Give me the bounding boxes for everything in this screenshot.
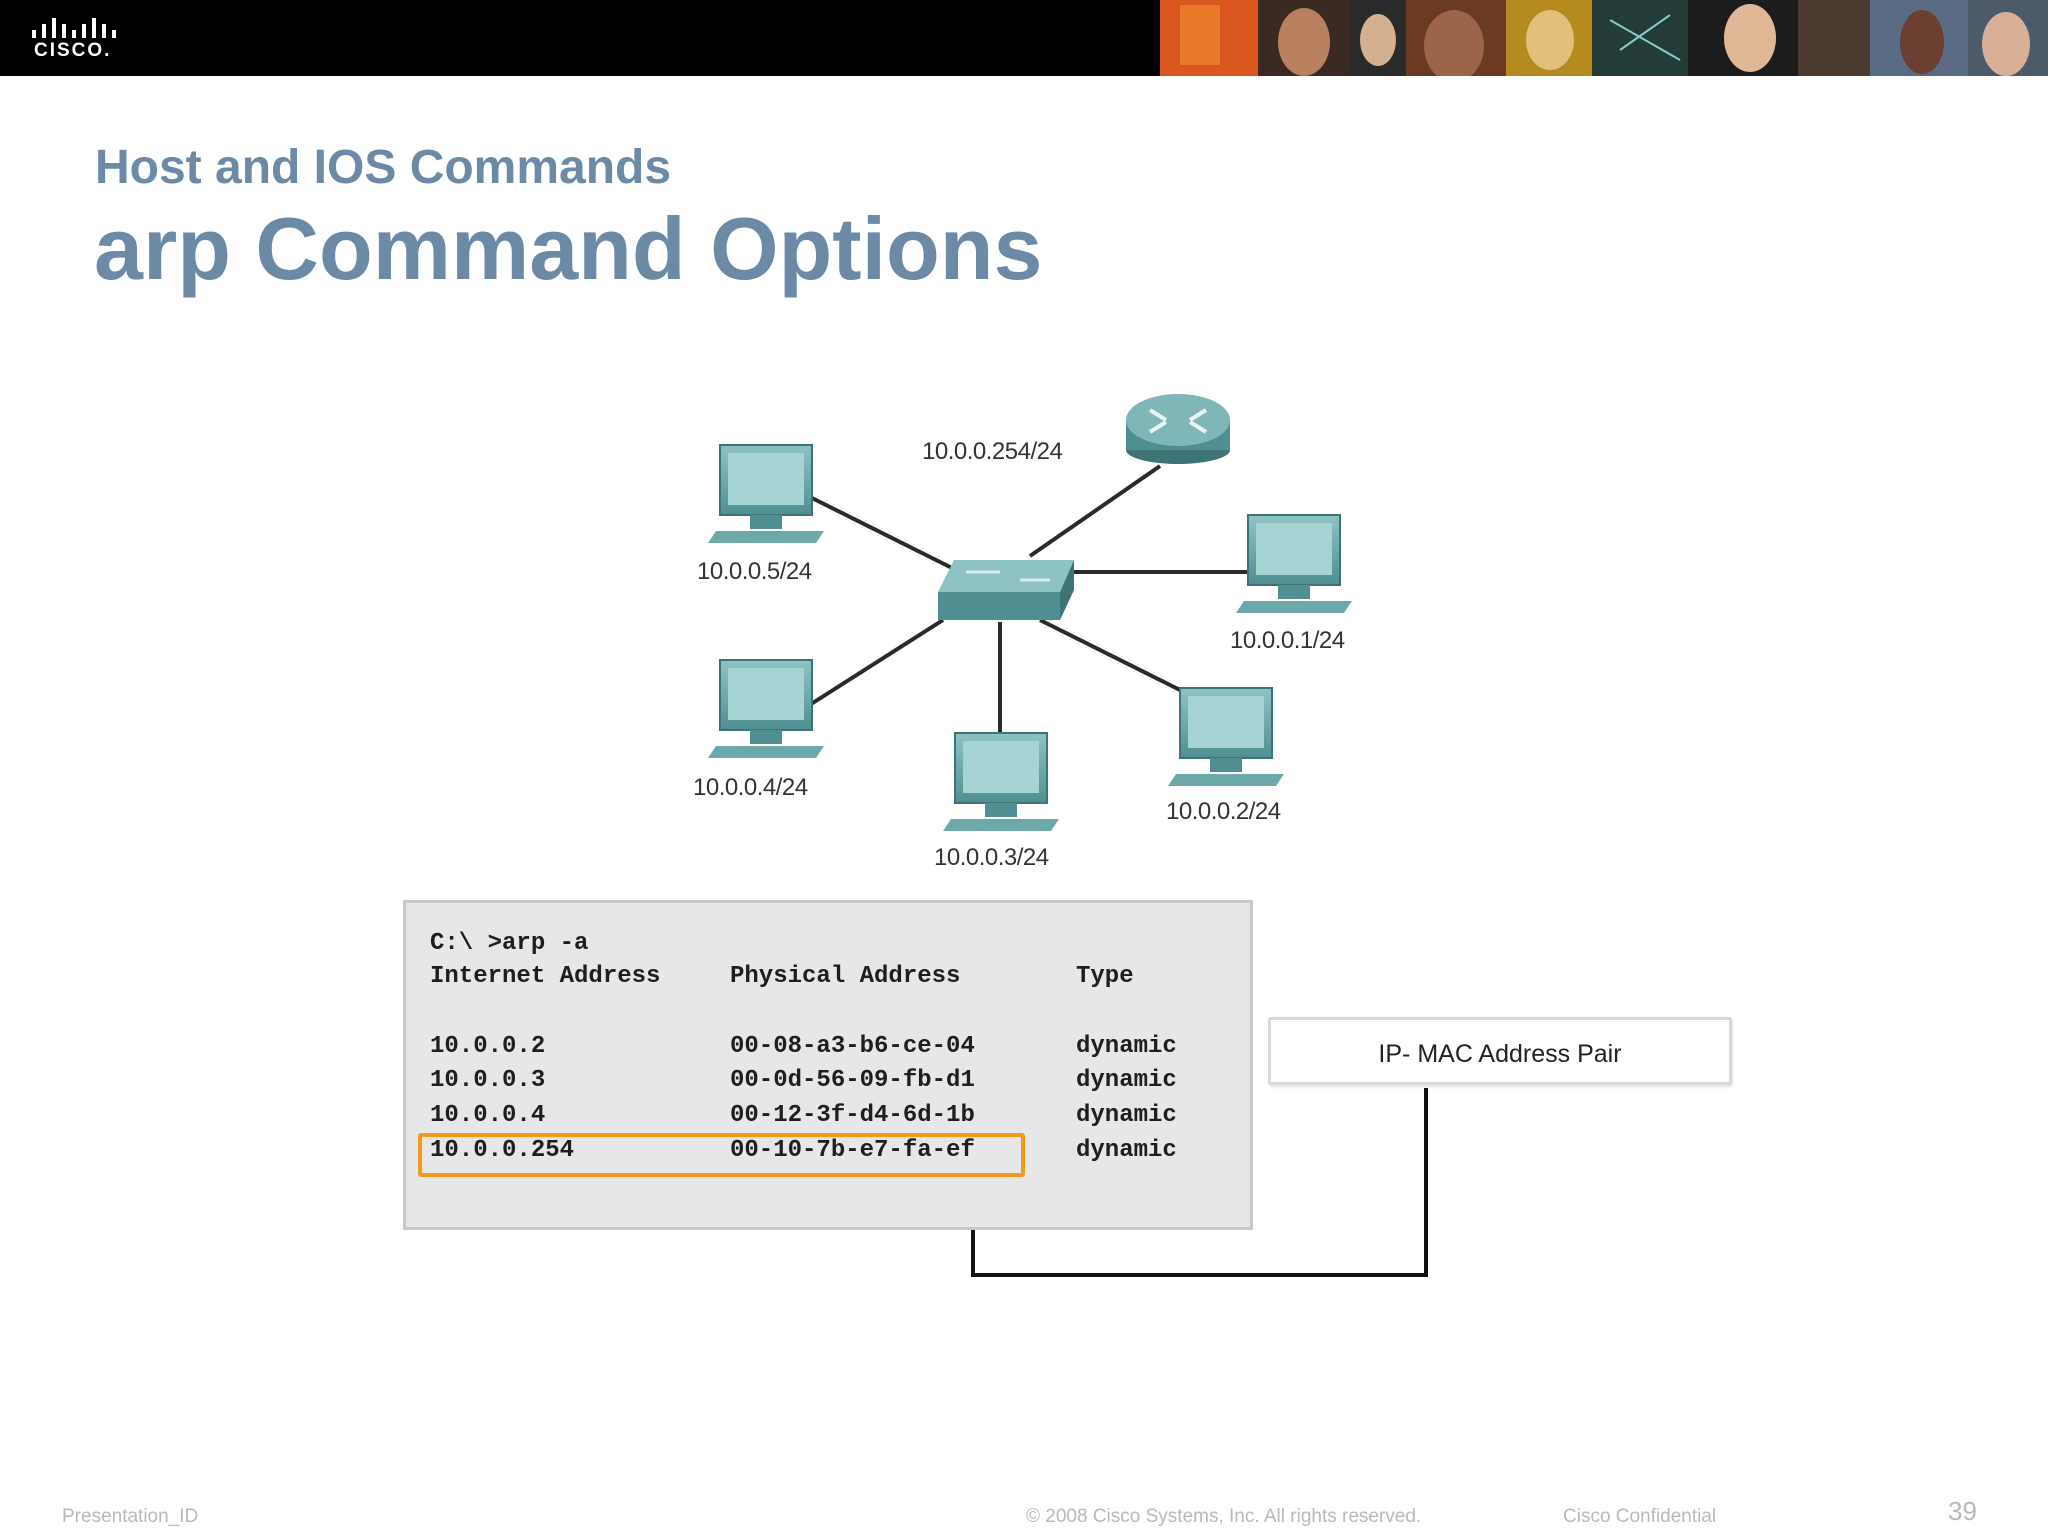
arp-row-ip: 10.0.0.254 [430, 1137, 575, 1164]
column-header-type: Type [1076, 963, 1134, 990]
ip-mac-pair-callout: IP- MAC Address Pair [1268, 1017, 1732, 1085]
arp-row-type: dynamic [1076, 1033, 1177, 1060]
terminal-command: C:\ >arp -a [430, 930, 589, 957]
pc-icon [1236, 514, 1352, 613]
cisco-logo-text: CISCO. [34, 40, 112, 61]
header-bar: CISCO. [0, 0, 2048, 76]
host-ip-label: 10.0.0.5/24 [697, 558, 812, 585]
arp-row-mac: 00-10-7b-e7-fa-ef [730, 1137, 975, 1164]
arp-row-type: dynamic [1076, 1067, 1177, 1094]
slide-title: arp Command Options [94, 199, 1043, 298]
router-ip-label: 10.0.0.254/24 [922, 438, 1063, 465]
host-ip-label: 10.0.0.4/24 [693, 774, 808, 801]
pc-icon [708, 659, 824, 758]
arp-row-mac: 00-12-3f-d4-6d-1b [730, 1102, 975, 1129]
pc-icon [943, 732, 1059, 831]
footer-copyright: © 2008 Cisco Systems, Inc. All rights re… [1026, 1506, 1422, 1527]
slide-subtitle: Host and IOS Commands [95, 141, 672, 194]
arp-row-ip: 10.0.0.2 [430, 1033, 546, 1060]
arp-row-ip: 10.0.0.3 [430, 1067, 546, 1094]
column-header-physical-address: Physical Address [730, 963, 961, 990]
cisco-logo-icon [32, 18, 116, 38]
switch-icon [938, 560, 1074, 620]
arp-row-mac: 00-0d-56-09-fb-d1 [730, 1067, 975, 1094]
ip-mac-highlight-box [418, 1133, 1025, 1177]
host-ip-label: 10.0.0.3/24 [934, 844, 1049, 871]
footer-presentation-id: Presentation_ID [62, 1506, 199, 1527]
arp-row-type: dynamic [1076, 1137, 1177, 1164]
host-ip-label: 10.0.0.2/24 [1166, 798, 1281, 825]
arp-row-ip: 10.0.0.4 [430, 1102, 546, 1129]
pc-icon [1168, 687, 1284, 786]
router-icon [1126, 394, 1230, 464]
host-ip-label: 10.0.0.1/24 [1230, 627, 1345, 654]
footer-confidential: Cisco Confidential [1563, 1506, 1717, 1527]
column-header-internet-address: Internet Address [430, 963, 661, 990]
people-photo-strip [1160, 0, 2048, 76]
arp-row-type: dynamic [1076, 1102, 1177, 1129]
arp-row-mac: 00-08-a3-b6-ce-04 [730, 1033, 975, 1060]
pc-icon [708, 444, 824, 543]
page-number: 39 [1948, 1496, 1977, 1526]
network-links [806, 464, 1250, 735]
callout-label: IP- MAC Address Pair [1378, 1040, 1622, 1068]
